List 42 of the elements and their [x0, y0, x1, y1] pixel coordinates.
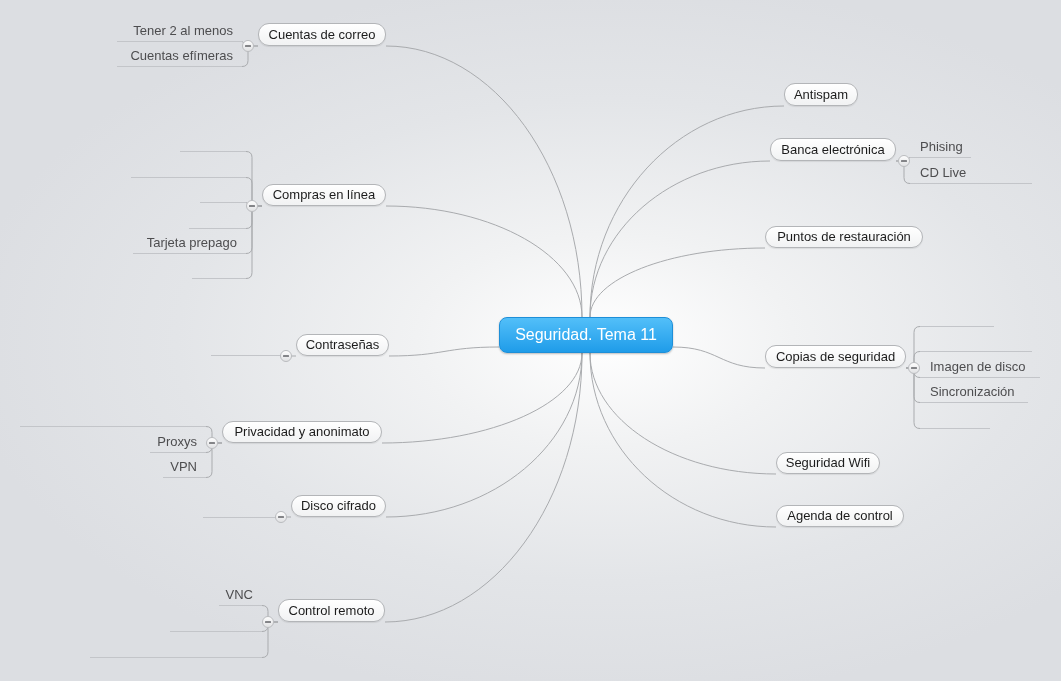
subtopic: Imagen de disco [920, 358, 1040, 378]
topic-pill: Contraseñas [296, 334, 389, 356]
branch-connector [385, 205, 583, 318]
bracket-connector [245, 151, 263, 279]
branch-connector [589, 352, 777, 528]
topic-pill: Disco cifrado [291, 495, 386, 517]
topic-pill: Antispam [784, 83, 858, 106]
topic-pill: Cuentas de correo [258, 23, 386, 46]
topic-pill: Control remoto [278, 599, 385, 622]
bracket-connector [895, 157, 911, 184]
bracket-connector [205, 426, 223, 478]
subtopic: VNC [219, 586, 262, 606]
branch-connector [388, 346, 500, 357]
subtopic: Tener 2 al menos [117, 22, 242, 42]
subtopic: Sincronización [920, 383, 1028, 403]
subtopic-underline [211, 354, 280, 356]
branch-connector [672, 346, 766, 369]
bracket-connector [261, 605, 279, 658]
subtopic: Cuentas efímeras [117, 47, 242, 67]
subtopic: Tarjeta prepago [133, 234, 246, 254]
topic-pill: Seguridad Wifi [776, 452, 880, 474]
topic-pill: Banca electrónica [770, 138, 896, 161]
branch-connector [589, 247, 766, 318]
subtopic: Phising [910, 138, 971, 158]
subtopic-underline [920, 427, 990, 429]
branch-connector [589, 160, 771, 318]
subtopic-underline [920, 350, 1032, 352]
topic-pill: Privacidad y anonimato [222, 421, 382, 443]
subtopic: VPN [163, 458, 206, 478]
subtopic-underline [192, 277, 246, 279]
subtopic-underline [189, 227, 246, 229]
central-topic: Seguridad. Tema 11 [499, 317, 673, 353]
subtopic-underline [920, 325, 994, 327]
topic-pill: Agenda de control [776, 505, 904, 527]
subtopic: Proxys [150, 433, 206, 453]
branch-connector [384, 352, 583, 623]
bracket-connector [905, 326, 921, 429]
topic-pill: Copias de seguridad [765, 345, 906, 368]
subtopic: CD Live [910, 164, 1032, 184]
topic-pill: Compras en línea [262, 184, 386, 206]
bracket-connector [241, 41, 259, 67]
topic-pill: Puntos de restauración [765, 226, 923, 248]
